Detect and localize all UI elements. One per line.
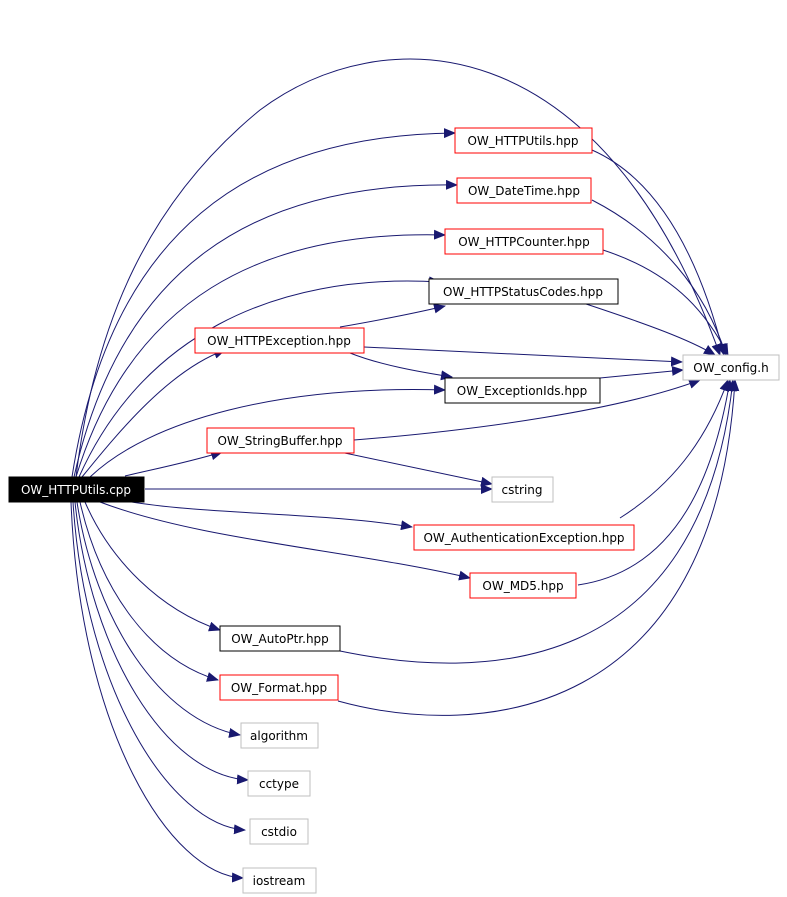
edge-root-to-config-top <box>75 58 721 478</box>
edge-httpexception-to-exceptionids <box>349 352 453 381</box>
svg-text:algorithm: algorithm <box>250 729 308 743</box>
svg-text:cctype: cctype <box>259 777 299 791</box>
edge-httputils-hpp-to-config <box>591 149 727 356</box>
node-httputils-hpp[interactable]: OW_HTTPUtils.hpp <box>454 127 593 154</box>
node-format[interactable]: OW_Format.hpp <box>219 674 339 701</box>
edge-root-to-algorithm <box>76 501 241 738</box>
svg-text:OW_DateTime.hpp: OW_DateTime.hpp <box>468 184 580 198</box>
node-httpcounter[interactable]: OW_HTTPCounter.hpp <box>444 228 604 255</box>
edge-root-to-httpexception <box>81 349 226 478</box>
svg-text:cstdio: cstdio <box>261 825 297 839</box>
edge-authexception-to-config <box>619 379 729 519</box>
svg-text:OW_AutoPtr.hpp: OW_AutoPtr.hpp <box>231 632 329 646</box>
edge-httpcounter-to-config <box>602 249 729 356</box>
edge-statuscodes-to-config <box>579 301 716 356</box>
edge-root-to-authexception <box>119 499 413 531</box>
node-autoptr[interactable]: OW_AutoPtr.hpp <box>219 625 341 652</box>
svg-text:OW_HTTPCounter.hpp: OW_HTTPCounter.hpp <box>458 235 590 249</box>
edge-root-to-iostream <box>70 501 244 883</box>
node-config[interactable]: OW_config.h <box>682 354 780 381</box>
edge-root-to-cctype <box>74 501 249 785</box>
edge-root-to-format <box>79 501 219 682</box>
node-cstdio[interactable]: cstdio <box>249 818 309 845</box>
edge-root-to-autoptr <box>84 501 221 632</box>
svg-text:OW_HTTPException.hpp: OW_HTTPException.hpp <box>207 334 351 348</box>
edge-httpexception-to-config <box>363 346 683 367</box>
svg-text:OW_StringBuffer.hpp: OW_StringBuffer.hpp <box>217 434 342 448</box>
svg-text:OW_HTTPUtils.hpp: OW_HTTPUtils.hpp <box>467 134 578 148</box>
svg-text:OW_HTTPStatusCodes.hpp: OW_HTTPStatusCodes.hpp <box>443 285 603 299</box>
edge-datetime-to-config <box>591 199 728 356</box>
svg-text:OW_Format.hpp: OW_Format.hpp <box>231 681 327 695</box>
edge-format-to-config <box>337 379 740 716</box>
svg-text:OW_AuthenticationException.hpp: OW_AuthenticationException.hpp <box>423 531 624 545</box>
edge-stringbuffer-to-cstring <box>339 451 493 487</box>
edge-root-to-statuscodes <box>78 276 441 478</box>
edge-httpexception-to-statuscodes <box>339 303 446 328</box>
node-algorithm[interactable]: algorithm <box>240 722 319 749</box>
node-statuscodes[interactable]: OW_HTTPStatusCodes.hpp <box>428 278 619 305</box>
svg-text:OW_MD5.hpp: OW_MD5.hpp <box>482 579 563 593</box>
svg-text:OW_HTTPUtils.cpp: OW_HTTPUtils.cpp <box>21 483 131 497</box>
node-stringbuffer[interactable]: OW_StringBuffer.hpp <box>206 427 355 454</box>
edge-root-to-stringbuffer <box>124 450 223 477</box>
node-exceptionids[interactable]: OW_ExceptionIds.hpp <box>444 377 601 404</box>
node-httpexception[interactable]: OW_HTTPException.hpp <box>194 327 365 354</box>
edge-root-to-exceptionids <box>89 384 446 478</box>
node-cstring[interactable]: cstring <box>491 476 554 503</box>
edge-stringbuffer-to-config <box>353 379 701 441</box>
svg-text:cstring: cstring <box>501 483 542 497</box>
node-authexception[interactable]: OW_AuthenticationException.hpp <box>413 524 635 551</box>
edge-root-to-httputils-hpp <box>71 128 456 478</box>
node-md5[interactable]: OW_MD5.hpp <box>469 572 577 599</box>
edge-md5-to-config <box>577 379 734 586</box>
node-iostream[interactable]: iostream <box>242 867 317 894</box>
edge-exceptionids-to-config <box>599 365 684 379</box>
edge-root-to-cstdio <box>72 501 246 835</box>
node-datetime[interactable]: OW_DateTime.hpp <box>456 177 592 204</box>
svg-text:OW_ExceptionIds.hpp: OW_ExceptionIds.hpp <box>457 384 587 398</box>
edge-root-to-datetime <box>73 179 458 478</box>
edge-root-to-httpcounter <box>75 229 446 478</box>
svg-text:OW_config.h: OW_config.h <box>693 361 768 375</box>
edge-root-to-md5 <box>99 501 471 581</box>
svg-text:iostream: iostream <box>253 874 306 888</box>
node-root[interactable]: OW_HTTPUtils.cpp <box>8 476 145 503</box>
node-cctype[interactable]: cctype <box>247 770 311 797</box>
edge-autoptr-to-config <box>339 379 737 664</box>
